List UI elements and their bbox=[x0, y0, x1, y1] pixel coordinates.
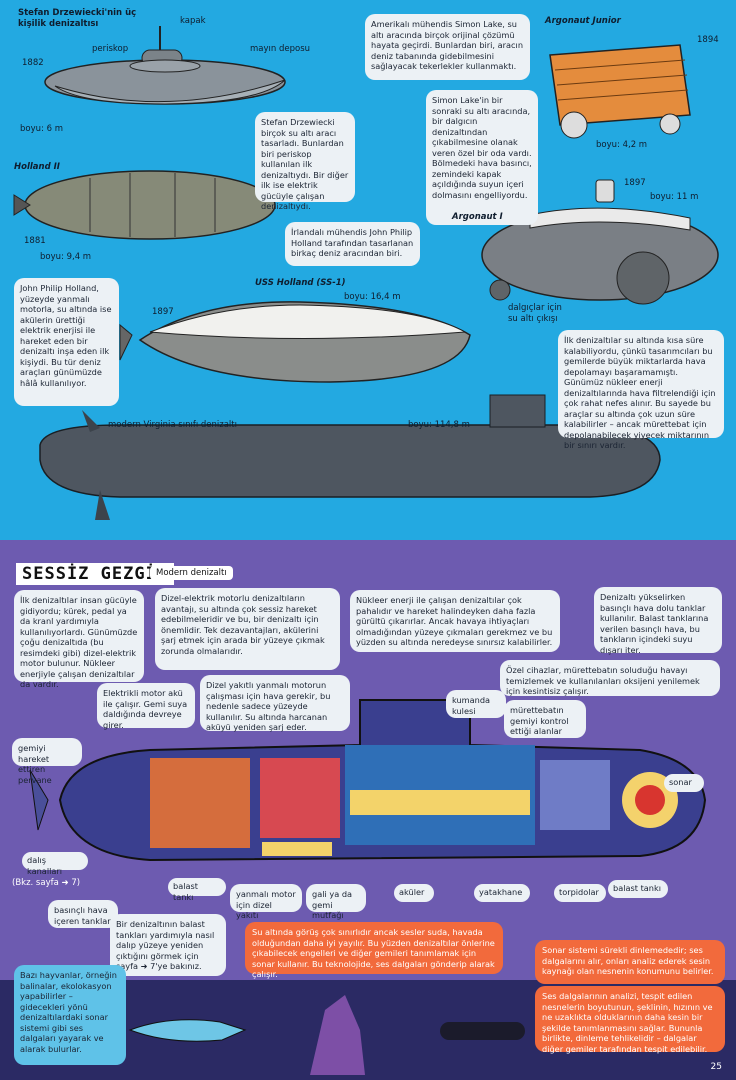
drzewiecki-title: Stefan Drzewiecki'nin üç kişilik denizal… bbox=[18, 8, 137, 29]
section-tag: Modern denizaltı bbox=[150, 566, 233, 580]
box-see-page: Bir denizaltının balast tankları yardımı… bbox=[110, 914, 226, 976]
uss-holland-sub bbox=[119, 301, 471, 383]
divers-label: dalgıçlar için su altı çıkışı bbox=[508, 303, 562, 324]
modern-sub-cutaway bbox=[29, 699, 707, 862]
periscope-label: periskop bbox=[92, 44, 129, 54]
label-pervane: gemiyi hareket ettiren pervane bbox=[12, 738, 82, 785]
uss-holland-title: USS Holland (SS-1) bbox=[255, 278, 346, 288]
argonaut-length: boyu: 11 m bbox=[650, 192, 699, 202]
drzewiecki-year: 1882 bbox=[22, 58, 44, 68]
box-ballast-air: Denizaltı yükselirken basınçlı hava dolu… bbox=[594, 587, 722, 655]
small-sub bbox=[440, 1022, 525, 1040]
label-murettebat: mürettebatın gemiyi kontrol ettiği alanl… bbox=[504, 700, 586, 738]
virginia-sub bbox=[39, 394, 661, 520]
junior-length: boyu: 4,2 m bbox=[596, 140, 648, 150]
lake-desc: Amerikalı mühendis Simon Lake, su altı a… bbox=[365, 14, 530, 80]
label-balast2: balast tankı bbox=[608, 880, 668, 898]
argonaut-title: Argonaut I bbox=[452, 212, 503, 222]
section-heading: SESSİZ GEZGİN bbox=[16, 563, 175, 585]
label-balast1: balast tankı bbox=[168, 878, 226, 902]
holland2-desc: İrlandalı mühendis John Philip Holland t… bbox=[285, 222, 420, 266]
drzewiecki-sub bbox=[44, 26, 286, 105]
lake-desc2: Simon Lake'in bir sonraki su altı aracın… bbox=[426, 90, 538, 225]
label-dalis: dalış kanalları bbox=[22, 852, 88, 876]
whale-box: Bazı hayvanlar, örneğin balinalar, ekolo… bbox=[14, 965, 126, 1065]
junior-year: 1894 bbox=[697, 35, 719, 45]
label-basincli: basınçlı hava içeren tanklar bbox=[48, 900, 118, 928]
sonar-box-1: Su altında görüş çok sınırlıdır ancak se… bbox=[245, 922, 503, 979]
argonaut-year: 1897 bbox=[624, 178, 646, 188]
virginia-length: boyu: 114,8 m bbox=[408, 420, 470, 430]
label-yanmali: yanmalı motor için dizel yakıtı bbox=[230, 884, 302, 920]
hatch-label: kapak bbox=[180, 16, 206, 26]
uss-holland-length: boyu: 16,4 m bbox=[344, 292, 401, 302]
label-torpido: torpidolar bbox=[554, 884, 606, 902]
label-aku: aküler bbox=[394, 884, 434, 902]
label-gali: gali ya da gemi mutfağı bbox=[306, 884, 366, 920]
sonar-box-3: Ses dalgalarının analizi, tespit edilen … bbox=[535, 986, 725, 1054]
label-kumanda: kumanda kulesi bbox=[446, 690, 506, 718]
argonaut-one bbox=[481, 179, 719, 305]
holland2-year: 1881 bbox=[24, 236, 46, 246]
holland2-title: Holland II bbox=[14, 162, 60, 172]
label-yatak: yatakhane bbox=[474, 884, 530, 902]
box-electric-motor: Elektrikli motor akü ile çalışır. Gemi s… bbox=[97, 683, 195, 730]
box-air-devices: Özel cihazlar, mürettebatın soluduğu hav… bbox=[500, 660, 720, 696]
early-subs-box: İlk denizaltılar su altında kısa süre ka… bbox=[558, 330, 724, 450]
rock bbox=[310, 995, 365, 1075]
holland2-length: boyu: 9,4 m bbox=[40, 252, 92, 262]
label-bkz: (Bkz. sayfa ➜ 7) bbox=[12, 878, 81, 888]
box-nuclear: Nükleer enerji ile çalışan denizaltılar … bbox=[350, 590, 560, 652]
drzewiecki-length: boyu: 6 m bbox=[20, 124, 63, 134]
drzewiecki-desc: Stefan Drzewiecki birçok su altı aracı t… bbox=[255, 112, 355, 211]
argonaut-junior bbox=[549, 44, 691, 139]
box-diesel-engine: Dizel yakıtlı yanmalı motorun çalışması … bbox=[200, 675, 350, 732]
mine-label: mayın deposu bbox=[250, 44, 311, 54]
whale bbox=[128, 1019, 247, 1042]
junior-title: Argonaut Junior bbox=[545, 16, 621, 26]
page-number: 25 bbox=[710, 1062, 722, 1072]
sonar-box-2: Sonar sistemi sürekli dinlemededir; ses … bbox=[535, 940, 725, 984]
virginia-title: modern Virginia sınıfı denizaltı bbox=[108, 420, 237, 430]
box-diesel-electric: Dizel-elektrik motorlu denizaltıların av… bbox=[155, 588, 340, 670]
box-human-powered: İlk denizaltılar insan gücüyle gidiyordu… bbox=[14, 590, 144, 689]
holland2-sub bbox=[13, 170, 276, 240]
uss-holland-year: 1897 bbox=[152, 307, 174, 317]
uss-holland-desc: John Philip Holland, yüzeyde yanmalı mot… bbox=[14, 278, 119, 406]
label-sonar: sonar bbox=[664, 774, 704, 792]
